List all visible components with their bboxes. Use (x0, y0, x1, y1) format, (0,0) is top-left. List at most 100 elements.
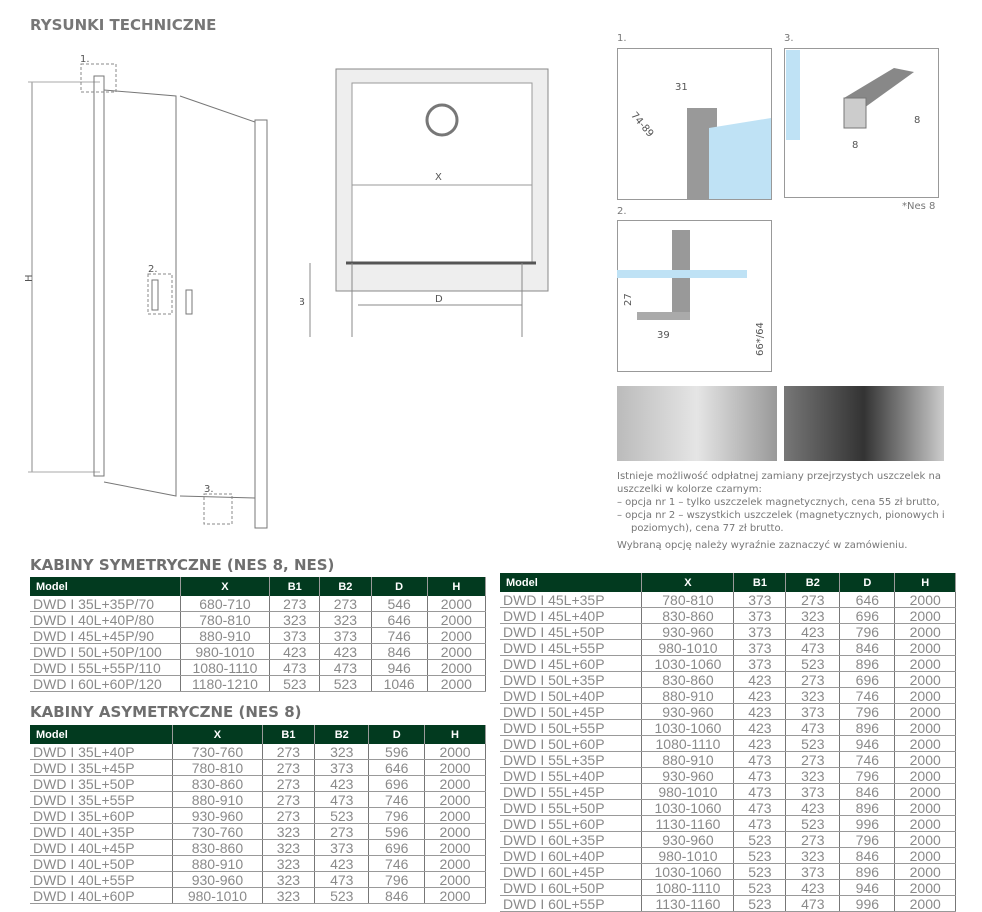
column-header: B1 (262, 725, 316, 744)
table-cell: DWD I 35L+35P/70 (30, 596, 181, 612)
height-label: H (24, 274, 35, 282)
table-cell: 646 (371, 611, 428, 628)
column-header: D (368, 725, 426, 744)
table-cell: 423 (733, 719, 787, 736)
table-cell: 273 (314, 823, 370, 840)
table-cell: DWD I 50L+50P/100 (30, 643, 181, 660)
table-cell: 323 (262, 887, 316, 904)
table-cell: 473 (733, 815, 787, 832)
table-cell: DWD I 40L+40P/80 (30, 611, 181, 628)
table-cell: 846 (839, 847, 896, 864)
table-cell: DWD I 60L+35P (500, 831, 643, 848)
table-cell: DWD I 60L+60P/120 (30, 675, 181, 692)
table-cell: 796 (839, 623, 896, 640)
table-cell: 2000 (424, 807, 486, 824)
table-cell: 746 (839, 751, 896, 768)
table-cell: 523 (733, 895, 787, 912)
column-header: H (424, 725, 486, 744)
table-cell: 746 (371, 627, 428, 644)
dim-66-64-label: 66*/64 (755, 322, 766, 356)
table-cell: 2000 (424, 871, 486, 888)
table-cell: DWD I 55L+45P (500, 783, 643, 800)
table-cell: 473 (733, 751, 787, 768)
table-cell: 473 (314, 871, 370, 888)
table-cell: 696 (368, 839, 426, 856)
table-cell: 1030-1060 (641, 799, 735, 816)
table-cell: DWD I 55L+50P (500, 799, 643, 816)
table-cell: 323 (314, 744, 370, 760)
note-footer: Wybraną opcję należy wyraźnie zaznaczyć … (617, 540, 908, 551)
table-cell: 896 (839, 719, 896, 736)
table-cell: 2000 (424, 823, 486, 840)
table-cell: DWD I 50L+45P (500, 703, 643, 720)
table-cell: 423 (785, 623, 841, 640)
table-cell: 2000 (894, 639, 956, 656)
table-cell: 523 (733, 863, 787, 880)
black-seal-photo (784, 386, 944, 461)
table-cell: 1080-1110 (641, 879, 735, 896)
table-cell: 930-960 (641, 703, 735, 720)
table-cell: 2000 (427, 611, 487, 628)
table-cell: 796 (839, 703, 896, 720)
table-cell: 2000 (894, 607, 956, 624)
front-view-drawing: H 1. 2. 3. (24, 54, 268, 529)
table-cell: 2000 (427, 596, 487, 612)
table-cell: 946 (839, 735, 896, 752)
table-cell: DWD I 50L+40P (500, 687, 643, 704)
table-cell: 880-910 (180, 627, 271, 644)
table-cell: 546 (371, 596, 428, 612)
table-cell: 746 (839, 687, 896, 704)
column-header: X (180, 577, 271, 596)
table-cell: 2000 (424, 839, 486, 856)
column-header: D (371, 577, 428, 596)
table-cell: 1130-1160 (641, 895, 735, 912)
table-cell: 373 (733, 607, 787, 624)
table-cell: 746 (368, 855, 426, 872)
detail-2-marker: 2. (148, 264, 158, 275)
table-cell: 2000 (894, 735, 956, 752)
table-cell: 596 (368, 823, 426, 840)
table-cell: 523 (314, 807, 370, 824)
dim-8-width-label: 8 (852, 140, 858, 151)
table-cell: 980-1010 (641, 783, 735, 800)
table-cell: DWD I 35L+60P (30, 807, 174, 824)
table-cell: 880-910 (641, 751, 735, 768)
table-cell: DWD I 50L+55P (500, 719, 643, 736)
table-cell: 373 (733, 639, 787, 656)
table-cell: 2000 (894, 895, 956, 912)
table-cell: 273 (262, 759, 316, 776)
table-cell: 780-810 (172, 759, 263, 776)
table-cell: 696 (839, 671, 896, 688)
table-cell: 473 (733, 783, 787, 800)
table-cell: 846 (839, 639, 896, 656)
table-cell: DWD I 55L+35P (500, 751, 643, 768)
table-cell: 473 (785, 639, 841, 656)
table-cell: 2000 (894, 847, 956, 864)
table-cell: 523 (319, 675, 372, 692)
nes8-note: *Nes 8 (902, 201, 936, 212)
table-cell: DWD I 45L+40P (500, 607, 643, 624)
table-cell: 980-1010 (641, 847, 735, 864)
table-cell: 2000 (894, 799, 956, 816)
table-cell: 323 (319, 611, 372, 628)
table-cell: 373 (319, 627, 372, 644)
table-cell: DWD I 45L+60P (500, 655, 643, 672)
table-cell: 1080-1110 (180, 659, 271, 676)
table-cell: 423 (733, 735, 787, 752)
table-cell: DWD I 45L+45P/90 (30, 627, 181, 644)
table-cell: 423 (733, 671, 787, 688)
table-cell: 2000 (894, 863, 956, 880)
table-cell: DWD I 35L+40P (30, 744, 174, 760)
